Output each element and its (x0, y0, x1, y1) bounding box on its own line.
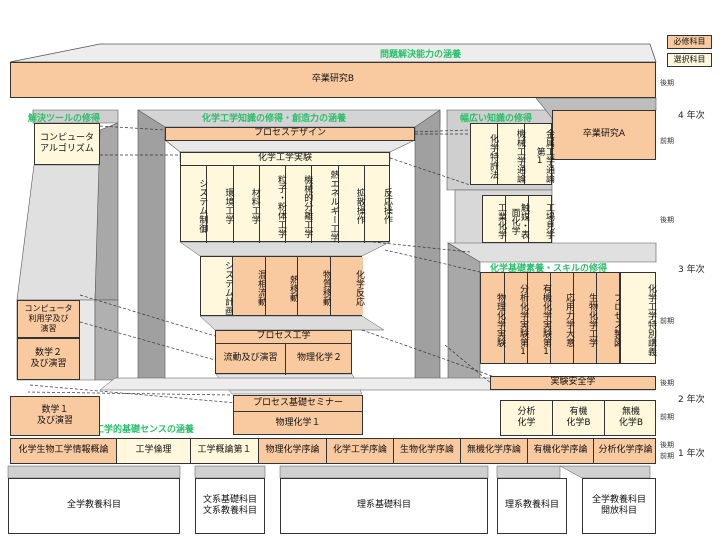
term-1-early: 前期 (660, 452, 674, 460)
header-chem-knowledge: 化学工学知識の修得・創造力の涵養 (202, 114, 347, 124)
computer-algorithm: コンピュータ アルゴリズム (34, 123, 100, 165)
course-mech-eng: 機械工学通論 (498, 124, 525, 184)
broad-mid-group: 工業化学 触媒・表面化学 工場見学 (482, 195, 554, 243)
course-environmental-eng: 環境工学 (207, 165, 234, 243)
process-seminar-block: プロセス基礎セミナー 物理化学１ (233, 395, 363, 435)
term-4-early: 前期 (660, 137, 674, 145)
course-thermal-energy: 熱エネルギー工学 (312, 165, 339, 243)
header-engineering-sense: 工学的基礎センスの涵養 (95, 425, 194, 435)
header-broad-knowledge: 幅広い知識の修得 (460, 114, 533, 124)
course-patent-law: 化学特許法 (471, 124, 498, 184)
computer-practice: コンピュータ 利用学及び 演習 (17, 300, 80, 338)
year2-electives: 分析 化学 有機 化学B 無機 化学B (500, 400, 656, 436)
course-diffusion: 拡散操作 (339, 165, 365, 243)
science-education: 理系教養科目 (497, 478, 567, 534)
course-mechanical-separation: 機械的分離工学 (286, 165, 313, 243)
course-organic-exp: 有機化学実験第1 (528, 273, 551, 363)
term-2-late: 後期 (660, 379, 674, 387)
term-4-late: 後期 (660, 79, 674, 87)
course-metal-eng: 金属工学通論第1 (534, 129, 554, 183)
course-organic-intro: 有機化学序論 (528, 439, 594, 463)
open-courses: 全学教養科目 開放科目 (582, 478, 656, 534)
course-system-planning: システム計画 (201, 257, 233, 315)
header-tools: 解決ツールの修得 (28, 114, 101, 124)
header-fundamentals: 化学基礎素養・スキルの修得 (490, 264, 608, 274)
course-eng-intro: 工学概論第１ (191, 439, 259, 463)
course-mass-transfer: 物質移動 (298, 257, 331, 315)
course-phys-chem-intro: 物理化学序論 (259, 439, 327, 463)
course-phys-chem2: 物理化学２ (296, 353, 342, 364)
course-chem-eng-intro: 化学工学序論 (327, 439, 394, 463)
legend-required: 必修科目 (667, 35, 712, 49)
experiment-items: システム制御環境工学材料工学粒子・粉体工学機械的分離工学熱エネルギー工学拡散操作… (181, 165, 392, 243)
science-basic: 理系基礎科目 (280, 478, 488, 534)
course-analytical-exp: 分析化学実験第1 (505, 273, 528, 363)
course-organic-b: 有機 化学B (553, 401, 605, 435)
course-analytical-intro: 分析化学序論 (598, 445, 653, 456)
course-inorganic-intro: 無機化学序論 (461, 439, 528, 463)
course-applied-mechanics: 応用力学大意 (551, 273, 574, 363)
lab-safety: 実験安全学 (490, 376, 656, 390)
course-analytical-chem: 分析 化学 (501, 401, 553, 435)
year-3: 3 年次 (678, 265, 705, 275)
course-chem-reaction: 化学反応 (331, 257, 364, 315)
course-inorganic-b: 無機 化学B (618, 406, 644, 428)
math2: 数学２ 及び演習 (17, 338, 80, 380)
chem-eng-experiment: 化学工学実験 システム制御環境工学材料工学粒子・粉体工学機械的分離工学熱エネルギ… (180, 152, 392, 243)
third-year-group: システム計画 混相流動 熱移動 物質移動 化学反応 (200, 256, 364, 316)
course-phys-chem-exp: 物理化学実験 (481, 273, 505, 363)
phys-chem1: 物理化学１ (275, 417, 321, 428)
year-4: 4 年次 (678, 111, 705, 121)
year-1: 1 年次 (678, 449, 705, 459)
course-eng-ethics: 工学倫理 (117, 439, 191, 463)
course-biochem-eng: 生物化学工学 (574, 273, 597, 363)
course-materials-eng: 材料工学 (234, 165, 260, 243)
process-engineering-title: プロセス工学 (216, 331, 351, 344)
process-engineering: プロセス工学 流動及び演習 物理化学２ (215, 330, 352, 375)
term-1-late: 後期 (660, 441, 674, 449)
fundamentals-group: 物理化学実験 分析化学実験第1 有機化学実験第1 応用力学大意 生物化学工学 プ… (480, 272, 622, 364)
term-3-late: 後期 (660, 216, 674, 224)
graduation-research-b: 卒業研究B (10, 62, 656, 98)
term-3-early: 前期 (660, 317, 674, 325)
course-heat-transfer: 熱移動 (266, 257, 298, 315)
year-2: 2 年次 (678, 395, 705, 405)
course-catalysis: 触媒・表面化学 (506, 196, 529, 242)
graduation-research-a: 卒業研究A (552, 110, 656, 160)
math1: 数学１ 及び演習 (10, 396, 100, 436)
course-biochem-intro: 生物化学序論 (394, 439, 461, 463)
process-design: プロセスデザイン (165, 127, 415, 141)
course-system-control: システム制御 (181, 165, 208, 243)
course-multiphase-flow: 混相流動 (233, 257, 266, 315)
general-education: 全学教養科目 (8, 478, 180, 534)
course-info-intro: 化学生物工学情報概論 (11, 439, 117, 463)
term-2-early: 前期 (660, 413, 674, 421)
broad-top-group: 化学特許法 機械工学通論 金属工学通論第1 (470, 123, 554, 185)
legend-elective: 選択科目 (667, 53, 712, 67)
first-year-row: 化学生物工学情報概論 工学倫理 工学概論第１ 物理化学序論 化学工学序論 生物化… (10, 438, 656, 464)
course-factory-tour: 工場見学 (544, 203, 554, 239)
course-industrial-chem: 工業化学 (483, 196, 506, 242)
course-reaction-operation: 反応操作 (382, 188, 392, 224)
header-problem-solving: 問題解決能力の涵養 (380, 50, 462, 60)
special-lecture: 化学工学特別講義 (620, 272, 656, 364)
liberal-arts-basic: 文系基礎科目 文系教養科目 (195, 478, 265, 534)
course-flow-practice: 流動及び演習 (216, 343, 286, 375)
process-seminar: プロセス基礎セミナー (234, 396, 362, 412)
course-particle-eng: 粒子・粉体工学 (260, 165, 286, 243)
course-process-drafting: プロセス製図 (612, 293, 622, 347)
